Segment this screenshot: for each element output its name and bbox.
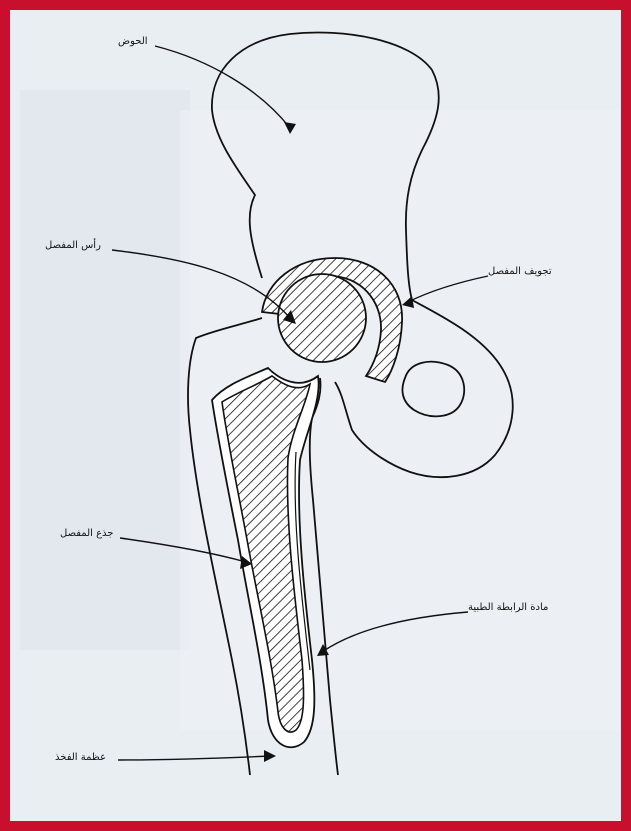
pelvis-arrowhead — [284, 122, 296, 134]
bonding-leader — [322, 612, 468, 652]
label-joint-head: رأس المفصل — [45, 238, 101, 251]
label-bonding-material: مادة الرابطة الطبية — [468, 602, 548, 613]
joint-stem-leader — [120, 538, 246, 562]
bonding-arrowhead — [317, 644, 329, 656]
label-joint-socket: تجويف المفصل — [488, 266, 552, 277]
joint-socket-arrowhead — [402, 296, 414, 308]
femur-arrowhead — [264, 750, 276, 762]
obturator-foramen — [402, 362, 464, 417]
label-joint-stem: جذع المفصل — [60, 528, 114, 539]
joint-socket-leader — [408, 276, 488, 302]
pelvis-leader — [155, 46, 290, 128]
label-pelvis: الحوض — [118, 36, 148, 47]
label-femur: عظمة الفخذ — [55, 752, 106, 763]
